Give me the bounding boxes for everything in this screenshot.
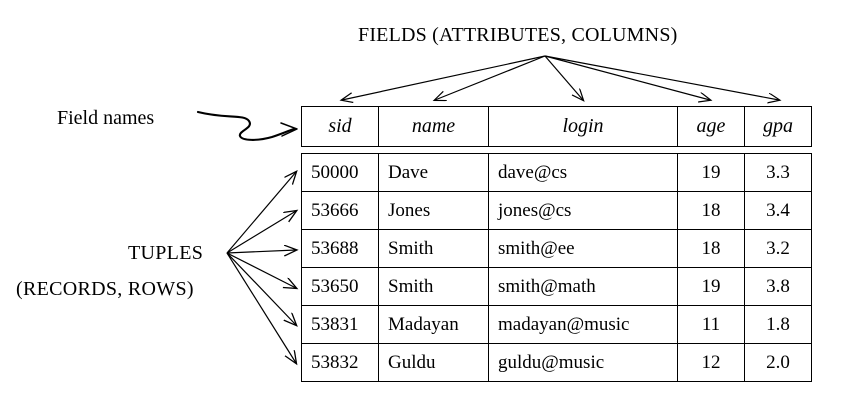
tuples-arrow-row-4 (226, 252, 296, 288)
table-row: 53832 Guldu guldu@music 12 2.0 (302, 344, 811, 381)
table-row: 53831 Madayan madayan@music 11 1.8 (302, 306, 811, 344)
cell-name: Jones (379, 192, 489, 229)
fields-arrow-fan (342, 55, 779, 100)
fields-arrow-age (544, 55, 710, 100)
cell-name: Smith (379, 230, 489, 267)
tuples-arrow-row-5 (226, 252, 296, 325)
records-rows-annotation-label: (RECORDS, ROWS) (16, 278, 194, 300)
cell-name: Madayan (379, 306, 489, 343)
cell-login: guldu@music (489, 344, 678, 381)
fields-arrow-name (435, 55, 546, 100)
tuples-arrow-row-2 (226, 211, 296, 254)
cell-sid: 53831 (302, 306, 379, 343)
cell-gpa: 3.4 (766, 199, 790, 221)
tuples-arrow-row-3 (226, 250, 296, 253)
cell-sid: 53650 (302, 268, 379, 305)
field-names-squiggle-arrow (196, 110, 298, 141)
cell-age: 12 (678, 344, 745, 381)
tuples-annotation-label: TUPLES (128, 242, 204, 264)
cell-age: 18 (678, 230, 745, 267)
cell-gpa: 3.8 (766, 275, 790, 297)
table-row: 53650 Smith smith@math 19 3.8 (302, 268, 811, 306)
cell-gpa: 3.2 (766, 237, 790, 259)
cell-name: Dave (379, 154, 489, 191)
cell-gpa: 3.3 (766, 161, 790, 183)
tuples-arrow-fan (226, 172, 296, 363)
column-header-sid: sid (302, 107, 379, 146)
fields-annotation-label: FIELDS (ATTRIBUTES, COLUMNS) (358, 24, 678, 46)
cell-name: Guldu (379, 344, 489, 381)
cell-age: 19 (678, 268, 745, 305)
fields-arrow-sid (342, 55, 546, 100)
fields-arrow-login (544, 55, 583, 100)
cell-login: dave@cs (489, 154, 678, 191)
column-header-age: age (678, 107, 745, 146)
cell-name: Smith (379, 268, 489, 305)
cell-sid: 50000 (302, 154, 379, 191)
table-body: 50000 Dave dave@cs 19 3.3 53666 Jones jo… (301, 153, 812, 382)
cell-login: smith@ee (489, 230, 678, 267)
cell-gpa: 1.8 (766, 313, 790, 335)
cell-login: smith@math (489, 268, 678, 305)
cell-login: jones@cs (489, 192, 678, 229)
tuples-arrow-row-6 (226, 252, 296, 363)
table-row: 53688 Smith smith@ee 18 3.2 (302, 230, 811, 268)
column-header-login: login (489, 107, 678, 146)
tuples-arrow-row-1 (226, 172, 296, 254)
cell-sid: 53832 (302, 344, 379, 381)
fields-arrow-gpa (544, 55, 779, 100)
cell-sid: 53666 (302, 192, 379, 229)
column-header-gpa: gpa (763, 115, 793, 137)
table-row: 53666 Jones jones@cs 18 3.4 (302, 192, 811, 230)
cell-age: 11 (678, 306, 745, 343)
column-header-name: name (379, 107, 489, 146)
cell-age: 18 (678, 192, 745, 229)
field-names-annotation-label: Field names (57, 107, 155, 129)
cell-login: madayan@music (489, 306, 678, 343)
cell-age: 19 (678, 154, 745, 191)
table-row: 50000 Dave dave@cs 19 3.3 (302, 154, 811, 192)
cell-sid: 53688 (302, 230, 379, 267)
cell-gpa: 2.0 (766, 351, 790, 373)
table-header-row: sid name login age gpa (301, 106, 812, 147)
